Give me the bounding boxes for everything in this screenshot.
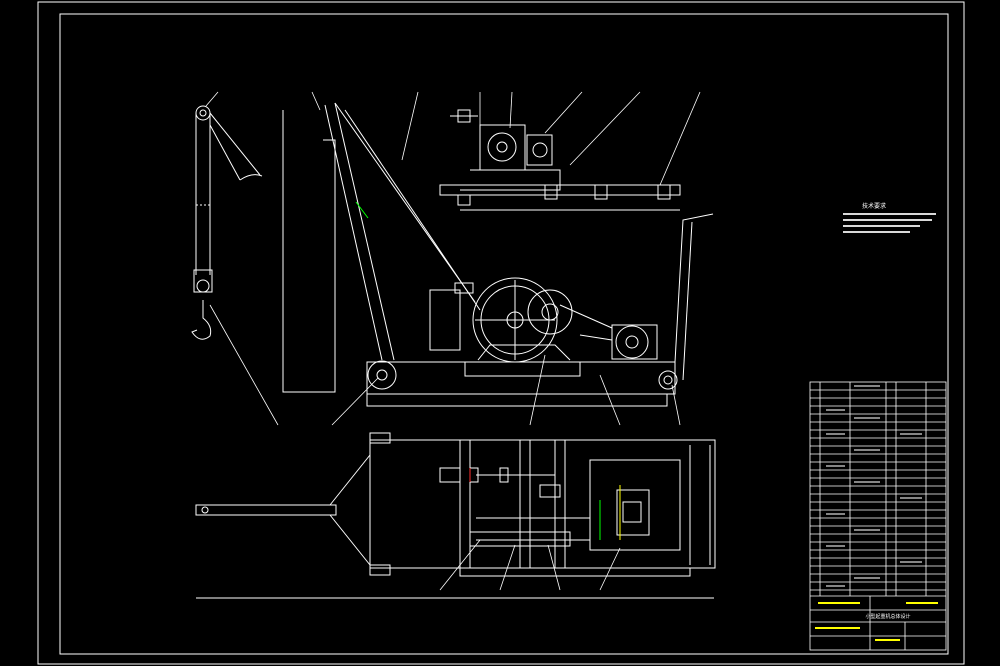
side-elevation-view: [282, 102, 714, 407]
plan-view: [195, 432, 716, 599]
gear-unit-detail-view: [439, 109, 681, 211]
hook-assembly-view: [191, 105, 263, 340]
parts-list-table: [809, 381, 947, 651]
colored-detail-marks: [355, 201, 621, 540]
notes-title: 技术要求: [862, 202, 886, 210]
title-block-highlights: [815, 602, 938, 641]
leader-lines: [205, 91, 701, 591]
drawing-title: 小型起重机总体设计: [865, 613, 910, 620]
notes-lines: [843, 213, 936, 233]
sheet-border: [37, 1, 965, 665]
parts-list-text-marks: [826, 385, 922, 587]
